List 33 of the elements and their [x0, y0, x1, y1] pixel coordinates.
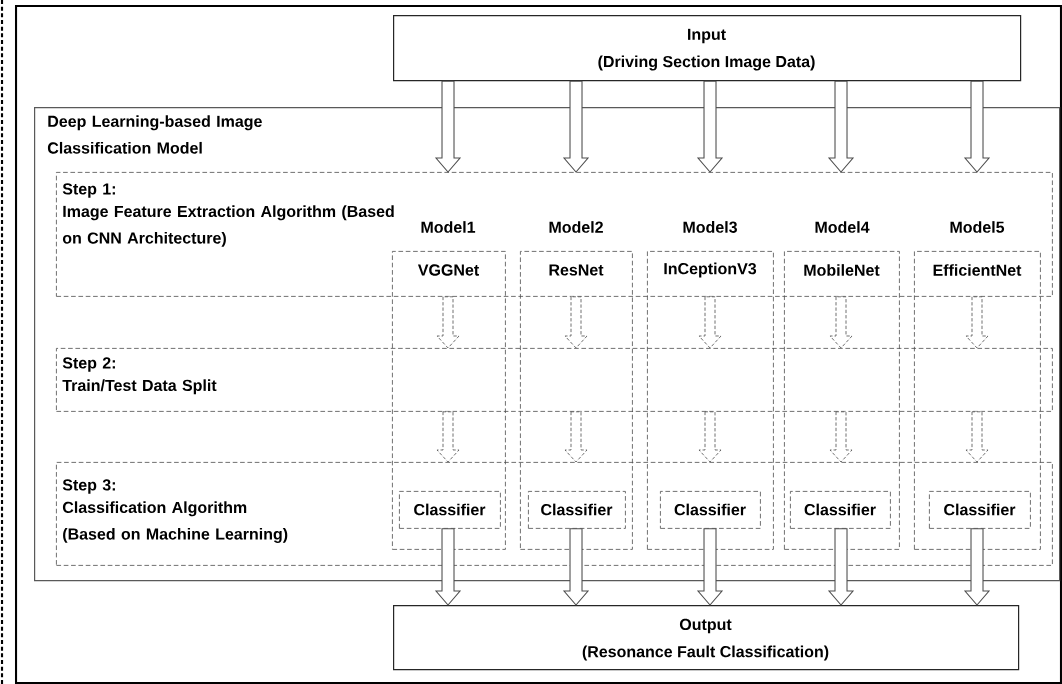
column-heading: Model1	[421, 221, 476, 233]
classifier-box: Classifier	[790, 491, 891, 529]
arrow	[434, 80, 462, 173]
arrow	[696, 528, 724, 606]
classifier-box: Classifier	[399, 491, 501, 529]
arrow	[562, 528, 590, 606]
arrow	[562, 80, 590, 173]
column-heading: Model5	[950, 221, 1005, 233]
arrow	[698, 411, 722, 463]
classifier-box: Classifier	[929, 491, 1031, 529]
arrow	[564, 296, 588, 349]
arrow	[696, 80, 724, 173]
column-heading: Model4	[815, 221, 870, 233]
arrow	[963, 528, 991, 606]
arrow	[965, 296, 989, 349]
arrow	[564, 411, 588, 463]
classifier-box: Classifier	[528, 491, 626, 529]
arrow	[436, 296, 460, 349]
arrow	[965, 411, 989, 463]
output-box: Output (Resonance Fault Classification)	[393, 605, 1020, 671]
arrow	[698, 296, 722, 349]
arrow	[963, 80, 991, 173]
arrow	[434, 528, 462, 606]
classifier-box: Classifier	[660, 491, 761, 529]
arrow	[829, 411, 853, 463]
input-box: Input (Driving Section Image Data)	[393, 15, 1022, 82]
column-heading: Model3	[683, 221, 737, 233]
arrow	[436, 411, 460, 463]
arrow	[829, 296, 853, 349]
column-heading: Model2	[549, 221, 603, 233]
step-band: Step 2: Train/Test Data Split	[56, 348, 1053, 412]
arrow	[827, 528, 855, 606]
arrow	[827, 80, 855, 173]
